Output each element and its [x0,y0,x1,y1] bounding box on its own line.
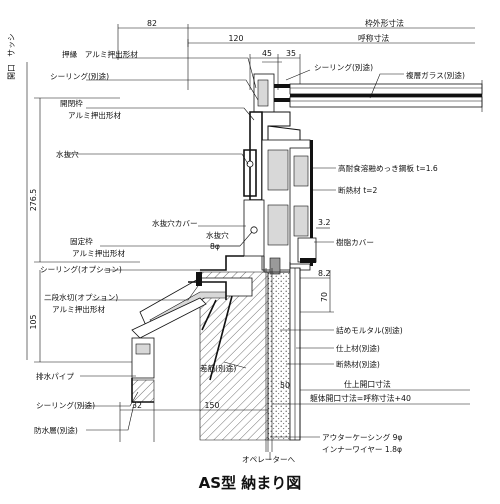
label-tsume-mortar: 詰めモルタル(別途) [336,325,403,335]
drawing-caption: AS型 納まり図 [199,474,302,492]
wall-section [199,267,301,452]
label-mizunuki-8-sub: 8φ [210,242,220,251]
label-nidan-mizukiri: 二段水切(オプション) [44,292,118,302]
sill-flashing [131,272,253,403]
dim-82: 82 [147,19,157,28]
dim-120: 120 [229,34,244,43]
label-outer-casing: アウターケーシング 9φ [322,432,402,442]
label-kotei-waku-sub: アルミ押出形材 [72,248,125,258]
label-sealing-bottom: シーリング(別途) [36,400,95,410]
label-sealing-top: シーリング(別途) [50,71,109,81]
dim-3-2: 3.2 [318,218,330,227]
callout-labels: 押縁 アルミ押出形材 シーリング(別途) シーリング(別途) 複層ガラス(別途)… [34,49,465,464]
dim-70: 70 [320,292,329,302]
opening-sash [243,73,301,201]
dim-32: 32 [132,401,142,410]
top-dimensions: 82 枠外形寸法 120 呼称寸法 45 35 [117,18,475,90]
label-sealing-option: シーリング(オプション) [40,264,122,274]
label-dannetsu-t2: 断熱材 t=2 [338,185,378,195]
right-dimensions: 3.2 8.2 70 [300,218,334,313]
label-mizunuki-ana: 水抜穴 [56,149,79,159]
label-fukuso-glass: 複層ガラス(別途) [406,70,465,80]
label-oshibuchi: 押縁 アルミ押出形材 [62,49,138,59]
label-inner-wire: インナーワイヤー 1.8φ [322,445,402,454]
label-shiage-zai: 仕上材(別途) [336,343,380,353]
dim-kosho: 呼称寸法 [358,33,389,43]
label-sealing-right: シーリング(別途) [314,62,373,72]
label-kaihei-waku: 開閉枠 [60,98,83,108]
label-sakin: 差筋(別途) [200,363,236,373]
dim-50: 50 [280,381,290,390]
dim-105: 105 [29,315,38,330]
label-kotei-waku: 固定枠 [70,236,93,246]
bottom-dimensions: 50 32 150 仕上開口寸法 躯体開口寸法=呼称寸法+40 [119,379,470,452]
label-kotaishoku: 高耐食溶融めっき鋼板 t=1.6 [338,163,438,173]
label-dannetsu-betto: 断熱材(別途) [336,359,380,369]
label-kaihei-waku-sub: アルミ押出形材 [68,110,121,120]
dim-276-5: 276.5 [29,189,38,211]
label-nidan-mizukiri-sub: アルミ押出形材 [52,304,105,314]
dim-shiage-kaikou: 仕上開口寸法 [344,379,391,389]
left-dimensions: サッシ 開口 276.5 105 [7,33,140,363]
dim-45: 45 [262,49,272,58]
dim-8-2: 8.2 [318,269,330,278]
label-bousui-sou: 防水層(別途) [34,425,78,435]
double-glazing [289,80,483,112]
fixed-frame [200,139,317,275]
label-jushi-cover: 樹脂カバー [336,237,374,247]
label-mizunuki-8: 水抜穴 [206,230,229,240]
leader-lines [66,57,404,460]
label-operator: オペレーターへ [242,455,296,464]
dim-kaikou-sub: サッシ [7,33,16,57]
dim-35: 35 [286,49,296,58]
dim-waku-gai: 枠外形寸法 [365,18,404,28]
dim-150: 150 [205,401,220,410]
dim-kutai-kaikou: 躯体開口寸法=呼称寸法+40 [310,393,411,403]
label-mizunuki-cover: 水抜穴カバー [152,218,198,228]
label-haisui-pipe: 排水パイプ [36,371,74,381]
dim-kaikou: 開口 [7,64,16,80]
